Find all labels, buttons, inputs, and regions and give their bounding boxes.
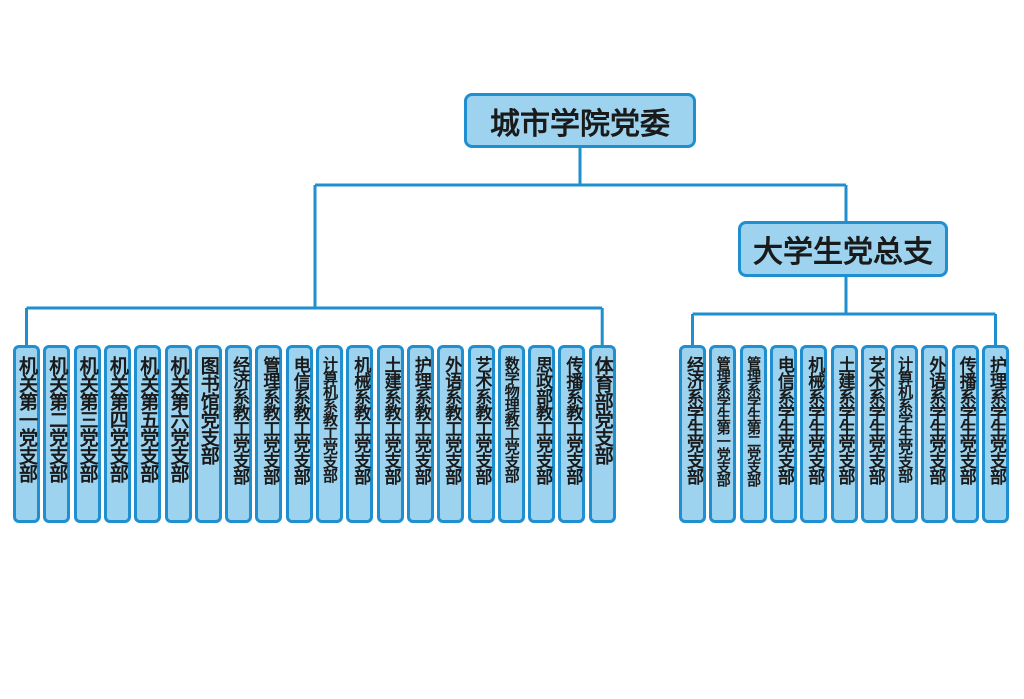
student-party-branch-11: 护理系学生党支部: [982, 345, 1009, 523]
student-party-branch-label: 管理系学生第二党支部: [745, 356, 762, 486]
party-branch-17: 数学物理教工党支部: [497, 345, 525, 523]
student-party-branch-label: 护理系学生党支部: [986, 356, 1006, 484]
party-branch-6: 机关第六党支部: [164, 345, 192, 523]
party-branch-label: 管理系教工党支部: [259, 356, 280, 484]
party-branch-label: 机关第四党支部: [106, 356, 129, 482]
student-party-branch-label: 艺术系学生党支部: [864, 356, 885, 484]
party-branch-18: 思政部教工党支部: [528, 345, 556, 523]
student-party-branch-7: 艺术系学生党支部: [860, 345, 888, 523]
student-general-branch-label: 大学生党总支: [753, 235, 933, 270]
party-branch-14: 护理系教工党支部: [406, 345, 434, 523]
party-branch-label: 思政部教工党支部: [532, 356, 553, 484]
party-branch-12: 机械系教工党支部: [346, 345, 374, 523]
student-party-branch-10: 传播系学生党支部: [951, 345, 979, 523]
student-party-branch-4: 电信系学生党支部: [769, 345, 797, 523]
student-party-branch-label: 传播系学生党支部: [955, 356, 976, 484]
party-branch-label: 艺术系教工党支部: [471, 356, 492, 484]
party-branch-label: 体育部党支部: [591, 356, 614, 464]
party-branch-label: 数学物理教工党支部: [502, 356, 521, 482]
party-branch-10: 电信系教工党支部: [285, 345, 313, 523]
student-party-branch-label: 经济系学生党支部: [683, 356, 703, 484]
student-party-branch-9: 外语系学生党支部: [921, 345, 949, 523]
student-general-branch-node: 大学生党总支: [738, 221, 948, 277]
party-branch-label: 经济系教工党支部: [229, 356, 250, 484]
student-party-branch-5: 机械系学生党支部: [800, 345, 828, 523]
student-party-branch-2: 管理系学生第一党支部: [709, 345, 737, 523]
party-branch-label: 机械系教工党支部: [350, 356, 371, 484]
student-party-branch-label: 管理系学生第一党支部: [714, 356, 731, 486]
student-party-branch-8: 计算机系学生党支部: [891, 345, 919, 523]
party-branch-label: 计算机系教工党支部: [321, 356, 339, 482]
party-branch-13: 土建系教工党支部: [376, 345, 404, 523]
party-branch-label: 电信系教工党支部: [289, 356, 310, 484]
party-branch-label: 机关第五党支部: [137, 356, 160, 482]
party-branch-label: 图书馆党支部: [197, 356, 220, 464]
party-branch-8: 经济系教工党支部: [225, 345, 253, 523]
party-branch-20: 体育部党支部: [588, 345, 616, 523]
party-branch-label: 机关第二党支部: [46, 356, 69, 482]
party-branch-11: 计算机系教工党支部: [316, 345, 343, 523]
party-branch-3: 机关第三党支部: [73, 345, 101, 523]
party-branch-2: 机关第二党支部: [43, 345, 71, 523]
party-branch-label: 机关第一党支部: [16, 356, 38, 482]
student-party-branch-label: 外语系学生党支部: [925, 356, 946, 484]
party-branch-label: 土建系教工党支部: [380, 356, 401, 484]
party-branch-1: 机关第一党支部: [13, 345, 40, 523]
student-party-branch-label: 电信系学生党支部: [773, 356, 794, 484]
root-label: 城市学院党委: [490, 106, 670, 142]
student-party-branch-label: 计算机系学生党支部: [896, 356, 915, 482]
party-branch-label: 机关第三党支部: [76, 356, 99, 482]
party-branch-9: 管理系教工党支部: [255, 345, 283, 523]
party-branch-label: 传播系教工党支部: [562, 356, 583, 484]
student-party-branch-label: 机械系学生党支部: [804, 356, 825, 484]
student-party-branch-label: 土建系学生党支部: [834, 356, 855, 484]
student-party-branch-3: 管理系学生第二党支部: [739, 345, 767, 523]
party-branch-15: 外语系教工党支部: [437, 345, 465, 523]
root-node: 城市学院党委: [464, 93, 696, 148]
party-branch-7: 图书馆党支部: [194, 345, 222, 523]
party-branch-16: 艺术系教工党支部: [467, 345, 495, 523]
party-branch-5: 机关第五党支部: [134, 345, 162, 523]
party-branch-label: 外语系教工党支部: [441, 356, 462, 484]
student-party-branch-6: 土建系学生党支部: [830, 345, 858, 523]
party-branch-label: 护理系教工党支部: [410, 356, 431, 484]
student-party-branch-1: 经济系学生党支部: [679, 345, 706, 523]
party-branch-label: 机关第六党支部: [167, 356, 190, 482]
party-branch-19: 传播系教工党支部: [558, 345, 586, 523]
party-branch-4: 机关第四党支部: [103, 345, 131, 523]
